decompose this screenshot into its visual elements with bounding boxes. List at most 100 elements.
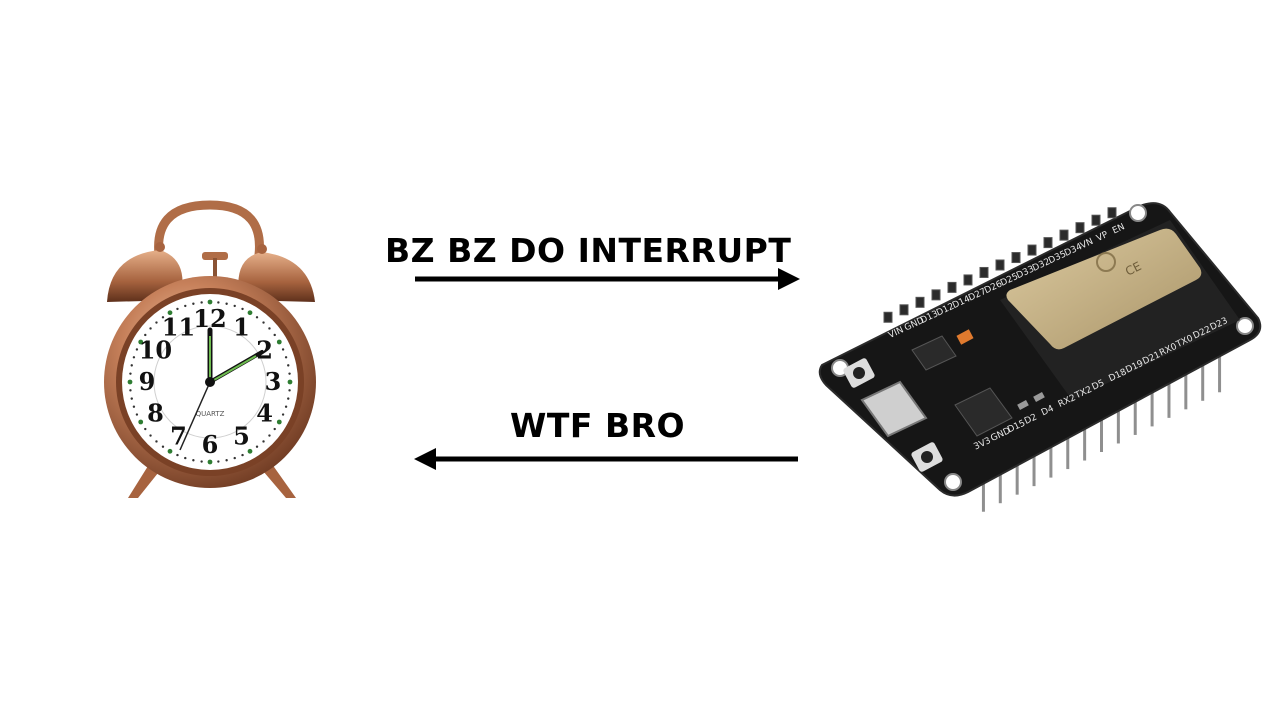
clock-tick xyxy=(284,356,288,359)
message-to-clock: WTF BRO xyxy=(510,406,686,445)
clock-tick xyxy=(155,440,158,443)
clock-hammer xyxy=(202,252,228,260)
header-pin xyxy=(1075,222,1085,234)
header-pin xyxy=(1059,229,1069,241)
arrow-to-clock xyxy=(414,448,798,470)
clock-tick xyxy=(184,456,187,460)
clock-tick xyxy=(241,453,244,457)
clock-tick xyxy=(184,304,187,308)
clock-tick xyxy=(207,299,213,305)
clock-tick xyxy=(284,405,288,408)
clock-tick xyxy=(200,460,203,463)
clock-tick xyxy=(155,321,158,324)
clock-tick xyxy=(268,327,271,330)
clock-numeral: 9 xyxy=(139,367,156,396)
clock-tick xyxy=(149,434,152,437)
clock-tick xyxy=(161,316,165,319)
arrow-to-board xyxy=(415,268,800,290)
svg-text:CE: CE xyxy=(1123,259,1144,279)
led-indicator xyxy=(956,329,974,345)
clock-second-hand xyxy=(179,381,211,451)
clock-tick xyxy=(287,397,290,400)
clock-tick xyxy=(233,304,236,308)
clock-handle xyxy=(154,200,264,267)
clock-tick xyxy=(176,307,179,311)
clock-tick xyxy=(200,301,203,304)
clock-numeral: 6 xyxy=(202,430,219,459)
clock-numeral: 2 xyxy=(256,336,273,365)
header-pin xyxy=(1043,237,1053,249)
header-pin xyxy=(883,311,893,323)
clock-tick xyxy=(144,427,147,431)
clock-tick xyxy=(262,321,265,324)
clock-numeral: 5 xyxy=(233,422,250,451)
clock-tick xyxy=(273,427,276,431)
usb-port xyxy=(860,380,928,438)
pin-label: EN xyxy=(1111,222,1126,236)
clock-tick xyxy=(161,445,165,448)
clock-tick xyxy=(192,302,195,305)
clock-tick xyxy=(176,453,179,457)
clock-tick xyxy=(273,333,276,337)
clock-tick xyxy=(241,307,244,311)
clock-tick xyxy=(192,459,195,462)
usb-uart-chip xyxy=(954,387,1013,437)
clock-tick xyxy=(276,419,282,425)
clock-numeral: 4 xyxy=(256,399,273,428)
clock-tick xyxy=(217,460,220,463)
clock-numeral: 3 xyxy=(265,367,282,396)
clock-tick xyxy=(276,339,282,345)
clock-tick xyxy=(127,379,133,385)
clock-numeral: 1 xyxy=(233,312,250,341)
clock-brand-text: QUARTZ xyxy=(196,410,225,418)
clock-tick xyxy=(281,348,285,351)
clock-tick xyxy=(233,456,236,460)
voltage-regulator xyxy=(911,335,957,371)
clock-tick xyxy=(255,445,259,448)
header-pin xyxy=(1091,214,1101,226)
clock-tick xyxy=(288,389,291,392)
clock-tick xyxy=(247,448,253,454)
clock-minute-ticks xyxy=(127,299,293,465)
clock-tick xyxy=(225,459,228,462)
clock-tick xyxy=(287,364,290,367)
clock-tick xyxy=(130,397,133,400)
clock-tick xyxy=(225,302,228,305)
esp32-module-shield xyxy=(1006,228,1202,350)
clock-tick xyxy=(217,301,220,304)
clock-tick xyxy=(288,372,291,375)
clock-tick xyxy=(138,339,144,345)
board-top-pins xyxy=(883,207,1117,323)
header-pin xyxy=(947,281,957,293)
header-pin xyxy=(1107,207,1117,219)
clock-tick xyxy=(129,372,132,375)
header-pin xyxy=(931,289,941,301)
clock-numeral: 10 xyxy=(139,336,172,365)
clock-tick xyxy=(130,364,133,367)
header-pin xyxy=(963,274,973,286)
clock-numeral: 11 xyxy=(162,312,195,341)
clock-tick xyxy=(132,405,136,408)
header-pin xyxy=(1011,252,1021,264)
clock-numeral: 7 xyxy=(170,422,187,451)
header-pin xyxy=(979,266,989,278)
pin-label: D2 xyxy=(1023,412,1039,426)
pin-label: D5 xyxy=(1091,378,1107,392)
header-pin xyxy=(995,259,1005,271)
header-pin xyxy=(1027,244,1037,256)
pin-label: VN xyxy=(1079,237,1095,252)
clock-tick xyxy=(132,356,136,359)
esp32-board-image: CE VINGNDD13D12D14D27D26D25D33D32D35D34V… xyxy=(818,202,1262,512)
clock-tick xyxy=(287,379,293,385)
clock-tick xyxy=(167,310,173,316)
clock-tick xyxy=(149,327,152,330)
clock-numeral: 8 xyxy=(147,399,164,428)
clock-tick xyxy=(138,419,144,425)
pin-label: D4 xyxy=(1040,404,1056,419)
clock-tick xyxy=(144,333,147,337)
clock-tick xyxy=(135,413,139,416)
clock-tick xyxy=(247,310,253,316)
